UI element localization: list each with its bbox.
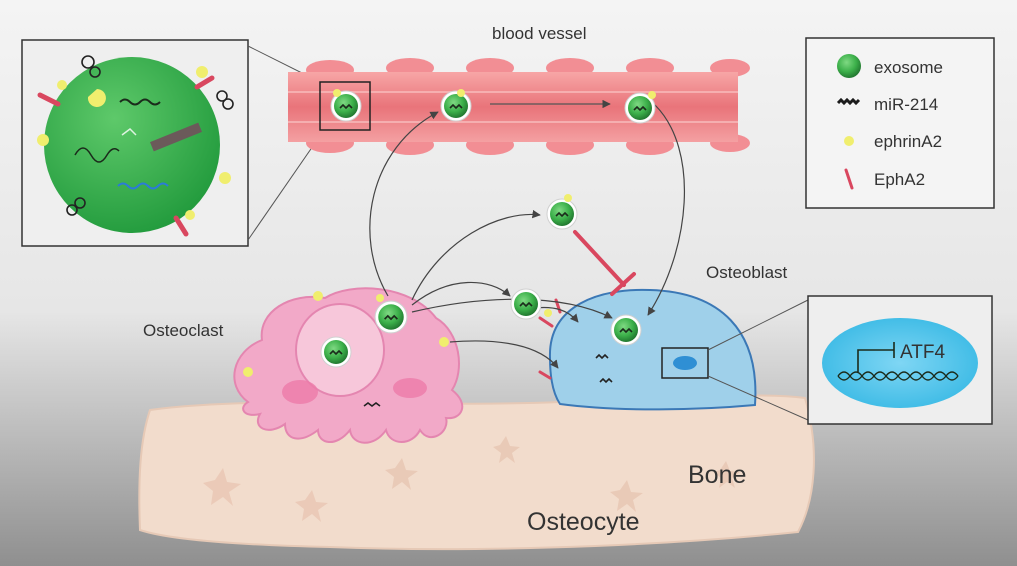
legend-mir214: miR-214 bbox=[874, 95, 938, 114]
dna-strand bbox=[837, 371, 959, 381]
osteoclast-label: Osteoclast bbox=[143, 321, 224, 340]
dark-dash-icon bbox=[836, 97, 861, 106]
legend-ephrina2: ephrinA2 bbox=[874, 132, 942, 151]
osteoblast-cell bbox=[538, 288, 757, 411]
osteocyte-stars bbox=[203, 436, 740, 522]
red-receptor-icon bbox=[844, 168, 854, 190]
vessel-zoom-frame bbox=[319, 81, 371, 131]
nucleus-detail bbox=[822, 318, 978, 408]
zoom-connector bbox=[707, 375, 809, 421]
legend-epha2: EphA2 bbox=[874, 170, 925, 189]
green-sphere-icon bbox=[837, 54, 861, 78]
inhibition-mark bbox=[857, 342, 895, 372]
osteocyte-label: Osteocyte bbox=[527, 508, 640, 536]
bone-label: Bone bbox=[688, 461, 746, 489]
blood-vessel bbox=[288, 58, 750, 155]
atf4-label: ATF4 bbox=[900, 342, 945, 363]
legend-exosome: exosome bbox=[874, 58, 943, 77]
nucleus-zoom-frame bbox=[661, 347, 709, 379]
yellow-ligand-icon bbox=[844, 136, 854, 146]
blood-vessel-label: blood vessel bbox=[492, 24, 587, 43]
exosome-detail bbox=[37, 55, 234, 237]
legend: exosome miR-214 ephrinA2 EphA2 bbox=[805, 37, 995, 209]
zoom-connector bbox=[707, 299, 809, 351]
exosome-icons bbox=[320, 89, 656, 368]
osteoblast-label: Osteoblast bbox=[706, 263, 788, 282]
osteoclast-cell bbox=[233, 287, 464, 444]
inhibition-arrow bbox=[573, 230, 636, 296]
